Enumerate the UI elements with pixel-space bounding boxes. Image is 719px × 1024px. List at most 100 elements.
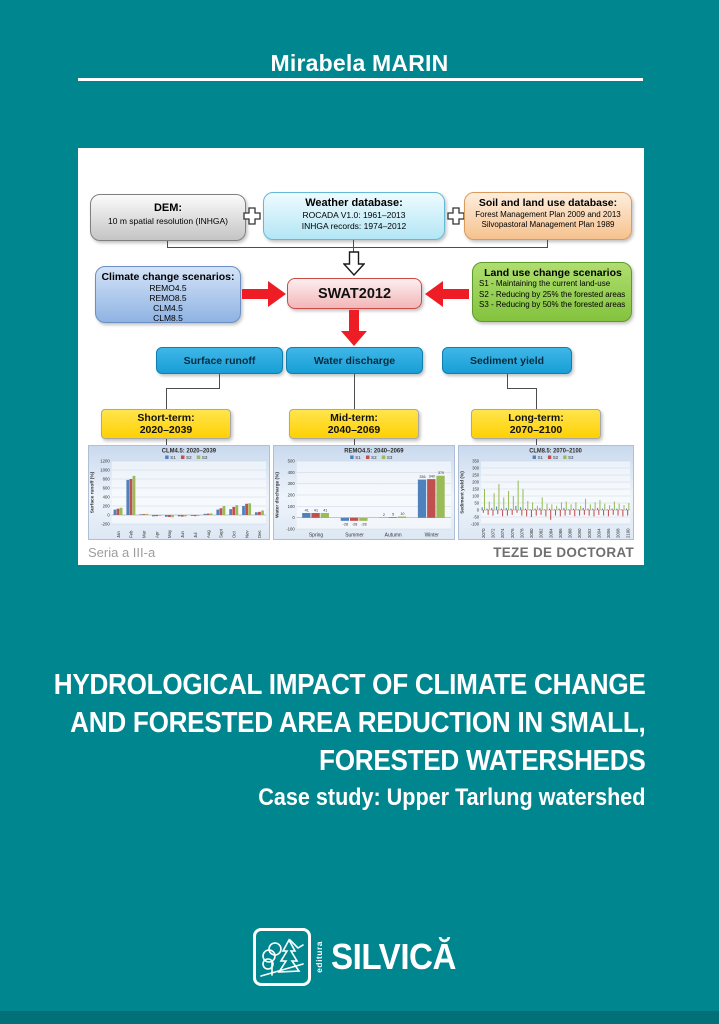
svg-text:2074: 2074 [500,528,505,538]
svg-text:Apr: Apr [154,531,159,538]
output-sediment-yield: Sediment yield [442,347,572,374]
landuse-item: S1 - Maintaining the current land-use [479,279,611,288]
svg-text:S3: S3 [202,455,208,460]
svg-text:600: 600 [103,485,111,490]
title-line-2: AND FORESTED AREA REDUCTION IN SMALL, [69,707,646,739]
connector-line [353,240,354,247]
svg-text:Autumn: Autumn [385,532,402,538]
red-left-arrow-icon [425,281,469,307]
svg-text:S1: S1 [170,455,176,460]
connector-line [166,439,167,445]
svg-text:100: 100 [472,493,479,498]
svg-text:Dec: Dec [257,530,262,538]
svg-text:Jul: Jul [193,532,198,538]
svg-text:2092: 2092 [587,528,592,538]
svg-text:200: 200 [288,492,296,497]
svg-text:Aug: Aug [206,530,211,538]
svg-text:2082: 2082 [539,528,544,538]
svg-text:1000: 1000 [100,467,110,472]
connector-line [166,388,167,409]
connector-line [167,241,168,247]
svg-text:Jan: Jan [116,530,121,538]
term-range: 2070–2100 [509,424,563,436]
connector-line [166,388,220,389]
svg-text:2078: 2078 [520,528,525,538]
svg-text:300: 300 [288,481,296,486]
svg-text:-100: -100 [471,521,480,526]
weather-database-box: Weather database: ROCADA V1.0: 1961–2013… [263,192,445,240]
swat-model-box: SWAT2012 [287,278,422,309]
red-right-arrow-icon [242,281,286,307]
landuse-item: S2 - Reducing by 25% the forested areas [479,289,626,299]
climate-item: CLM8.5 [153,313,183,323]
svg-text:2086: 2086 [558,528,563,538]
svg-text:-50: -50 [473,514,480,519]
climate-item: REMO4.5 [149,283,187,293]
svg-text:2100: 2100 [625,528,630,538]
svg-text:2: 2 [383,513,385,517]
plus-icon [242,206,262,226]
connector-line [507,388,537,389]
connector-line [353,248,354,252]
svg-text:CLM8.5: 2070–2100: CLM8.5: 2070–2100 [529,448,582,454]
term-label: Long-term: [508,412,564,424]
svg-text:41: 41 [305,509,309,513]
climate-item: REMO8.5 [149,293,187,303]
svg-text:250: 250 [472,472,479,477]
svg-text:1200: 1200 [100,458,110,463]
climate-item: CLM4.5 [153,303,183,313]
book-title: HYDROLOGICAL IMPACT OF CLIMATE CHANGE AN… [53,666,645,815]
svg-text:400: 400 [288,470,296,475]
soil-landuse-database-box: Soil and land use database: Forest Manag… [464,192,632,240]
svg-text:S3: S3 [387,455,393,460]
svg-text:300: 300 [472,465,479,470]
svg-text:-28: -28 [361,522,366,526]
landuse-scenarios-box: Land use change scenarios S1 - Maintaini… [472,262,632,322]
svg-text:Sediment yield (%): Sediment yield (%) [459,471,464,514]
connector-line [354,374,355,409]
connector-line [536,439,537,445]
tree-logo-icon [252,928,311,986]
svg-text:2076: 2076 [510,528,515,538]
svg-text:0: 0 [477,507,480,512]
output-label: Surface runoff [183,354,256,367]
svg-text:500: 500 [288,458,296,463]
svg-text:REMO4.5: 2040–2069: REMO4.5: 2040–2069 [344,448,404,454]
weather-line1: ROCADA V1.0: 1961–2013 [302,210,406,220]
svg-text:S2: S2 [371,455,377,460]
soil-title: Soil and land use database: [478,197,618,209]
svg-text:10: 10 [400,512,404,516]
svg-text:May: May [167,529,172,538]
term-range: 2020–2039 [139,424,193,436]
svg-text:Feb: Feb [129,530,134,538]
svg-text:S1: S1 [355,455,361,460]
svg-text:350: 350 [472,458,479,463]
svg-text:150: 150 [472,486,479,491]
publisher-name: SILVICĂ [330,936,456,977]
svg-text:Surface runoff (%): Surface runoff (%) [89,471,95,513]
svg-text:2098: 2098 [616,528,621,538]
svg-text:2090: 2090 [577,528,582,538]
svg-text:2070: 2070 [481,528,486,538]
svg-text:200: 200 [472,479,479,484]
svg-text:2094: 2094 [596,528,601,538]
svg-text:2088: 2088 [568,528,573,538]
output-water-discharge: Water discharge [286,347,423,374]
plus-icon [446,206,466,226]
author-name: Mirabela MARIN [270,50,449,76]
svg-text:5: 5 [392,513,394,517]
svg-text:2072: 2072 [491,528,496,538]
term-short: Short-term: 2020–2039 [101,409,231,439]
connector-line [354,439,355,445]
svg-text:S2: S2 [186,455,192,460]
connector-line [219,374,220,388]
svg-text:200: 200 [103,503,111,508]
svg-text:Nov: Nov [244,530,249,538]
hollow-down-arrow-icon [342,251,366,277]
author-underline [78,78,643,81]
soil-line2: Silvopastoral Management Plan 1989 [481,220,615,229]
soil-line1: Forest Management Plan 2009 and 2013 [475,210,621,219]
svg-text:Oct: Oct [231,531,236,538]
